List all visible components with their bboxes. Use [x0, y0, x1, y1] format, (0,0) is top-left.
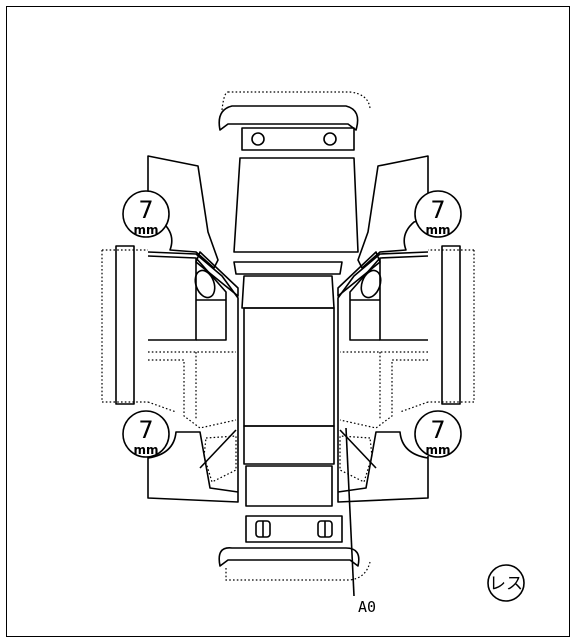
right-side-dotted-panels: [339, 249, 475, 483]
inspection-sheet-frame: [6, 6, 570, 637]
tread-depth-front-right: 7: [430, 196, 445, 224]
damage-mark-a0-code[interactable]: A0: [358, 598, 376, 616]
tread-gauge-rear-right[interactable]: 7 mm: [414, 410, 462, 458]
tread-unit-front-right: mm: [425, 223, 450, 237]
tread-unit-rear-left: mm: [133, 443, 158, 457]
tread-unit-front-left: mm: [133, 223, 158, 237]
tread-depth-rear-left: 7: [138, 416, 153, 444]
tread-depth-front-left: 7: [138, 196, 153, 224]
badge-label: レス: [489, 574, 523, 594]
tread-unit-rear-right: mm: [425, 443, 450, 457]
tread-gauge-front-right[interactable]: 7 mm: [414, 190, 462, 238]
tread-gauge-front-left[interactable]: 7 mm: [122, 190, 170, 238]
tread-depth-rear-right: 7: [430, 416, 445, 444]
badge-circle[interactable]: レス: [487, 564, 525, 602]
top-view-body[interactable]: [233, 261, 343, 507]
rear-bumper[interactable]: [218, 515, 371, 581]
left-side-dotted-panels: [101, 249, 237, 483]
front-bumper[interactable]: [218, 91, 371, 131]
hood-panel[interactable]: [233, 157, 359, 253]
tread-gauge-rear-left[interactable]: 7 mm: [122, 410, 170, 458]
front-grille[interactable]: [241, 127, 355, 151]
right-side-body[interactable]: [337, 155, 461, 503]
damage-mark-a0-leader: [345, 427, 355, 597]
